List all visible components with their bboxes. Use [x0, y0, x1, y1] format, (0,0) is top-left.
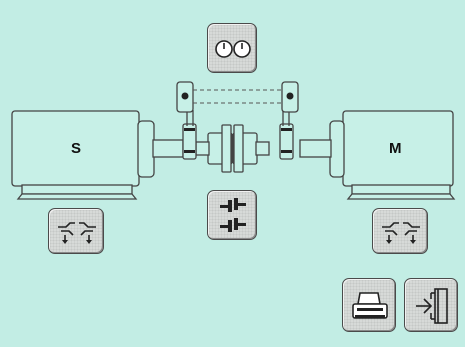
- stationary-machine-label: S: [71, 140, 82, 157]
- movable-machine-base: [351, 184, 451, 195]
- movable-machine-label: M: [389, 140, 402, 157]
- stationary-feet-button[interactable]: [48, 208, 104, 254]
- printer-icon: [352, 292, 388, 319]
- exit-door-icon: [416, 288, 448, 324]
- machine-feet-arrows-icon: [382, 222, 420, 244]
- movable-feet-button[interactable]: [372, 208, 428, 254]
- dial-indicators-button[interactable]: [207, 23, 257, 73]
- coupling-flange-left: [221, 124, 232, 173]
- stationary-machine-endcap: [137, 120, 155, 178]
- movable-machine-feet: [346, 193, 456, 200]
- shaft-right-inner: [255, 141, 270, 156]
- stationary-machine-base: [21, 184, 133, 195]
- stationary-shaft: [152, 139, 184, 158]
- machine-feet-arrows-icon: [58, 222, 96, 244]
- movable-shaft: [299, 139, 332, 158]
- laser-beam-lines: [193, 89, 282, 104]
- coupling-offset-button[interactable]: [207, 190, 257, 240]
- print-button[interactable]: [342, 278, 396, 332]
- movable-machine-endcap: [329, 120, 345, 178]
- shaft-left-inner: [195, 141, 210, 156]
- exit-button[interactable]: [404, 278, 458, 332]
- dial-gauges-icon: [215, 40, 251, 58]
- stationary-machine-feet: [16, 193, 138, 200]
- coupling-flange-right: [233, 124, 244, 173]
- coupling-offset-icon: [220, 198, 246, 232]
